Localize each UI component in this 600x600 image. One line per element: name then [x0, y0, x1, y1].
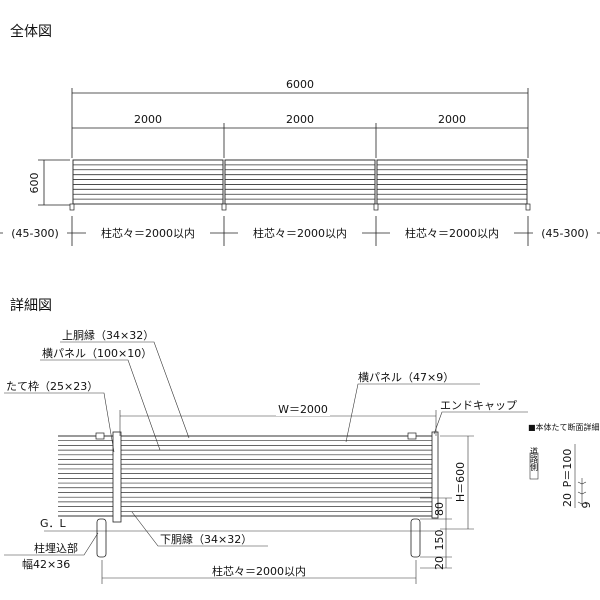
overview-panel-2 [224, 159, 376, 205]
detail-vertical-frame [112, 431, 122, 523]
height-label: H＝600 [454, 462, 467, 502]
section-20-label: 20 [561, 493, 574, 507]
overview-height-dimension: 600 [28, 159, 70, 206]
overview-panel-3 [376, 159, 528, 205]
section-9-label: 9 [580, 502, 593, 509]
horizontal-panel-narrow-label: 横パネル（47×9） [358, 370, 454, 384]
detail-fence-panel [58, 431, 439, 523]
overview-post-2 [221, 203, 227, 211]
gl-label: G．L [40, 517, 67, 530]
width-label: W＝2000 [278, 403, 328, 416]
dim-20-label: 20 [433, 556, 446, 570]
span-label-2: 2000 [286, 113, 314, 126]
overview-post-3 [373, 203, 379, 211]
detail-title: 詳細図 [10, 298, 52, 314]
detail-annotations: 上胴縁（34×32） 横パネル（100×10） たて枠（25×23） 横パネル（… [4, 328, 528, 584]
section-pitch-label: P＝100 [561, 449, 574, 488]
overview-height-label: 600 [28, 173, 41, 194]
post-width-label: 幅42×36 [22, 558, 70, 571]
span-dimension: 2000 2000 2000 [72, 113, 528, 158]
span-label-3: 2000 [438, 113, 466, 126]
upper-rail-label: 上胴縁（34×32） [62, 328, 154, 342]
detail-bracket-2 [407, 432, 417, 440]
detail-post-pitch-label: 柱芯々＝2000以内 [212, 564, 306, 578]
post-embed-label: 柱埋込部 [34, 541, 78, 555]
detail-bracket-1 [95, 432, 105, 440]
detail-posts [96, 518, 421, 558]
lower-rail-label: 下胴縁（34×32） [160, 532, 252, 546]
post-pitch-label-1: 柱芯々＝2000以内 [101, 226, 195, 240]
overview-title: 全体図 [10, 23, 52, 40]
vertical-frame-label: たて枠（25×23） [6, 379, 98, 393]
total-width-dimension: 6000 [71, 78, 529, 158]
dim-150-label: 150 [433, 530, 446, 551]
overview-post-4 [525, 203, 531, 211]
post-pitch-label-3: 柱芯々＝2000以内 [405, 226, 499, 240]
horizontal-panel-wide-label: 横パネル（100×10） [42, 346, 152, 360]
dim-80-label: 80 [433, 502, 446, 516]
section-title: ■本体たて断面詳細 [528, 422, 600, 432]
section-side-label: 道路側 [530, 446, 539, 471]
span-label-1: 2000 [134, 113, 162, 126]
overview-fence-panels [69, 159, 531, 211]
section-detail: ■本体たて断面詳細 道路側 P＝100 20 9 [528, 422, 600, 509]
end-cap-label: エンドキャップ [440, 399, 517, 412]
left-offset-label: (45-300) [11, 227, 59, 240]
overview-post-row: (45-300) (45-300) 柱芯々＝2000以内 柱芯々＝2000以内 … [0, 216, 600, 246]
post-pitch-label-2: 柱芯々＝2000以内 [253, 226, 347, 240]
total-width-label: 6000 [286, 78, 314, 91]
overview-post-1 [69, 203, 75, 211]
right-offset-label: (45-300) [541, 227, 589, 240]
overview-panel-1 [72, 159, 224, 205]
